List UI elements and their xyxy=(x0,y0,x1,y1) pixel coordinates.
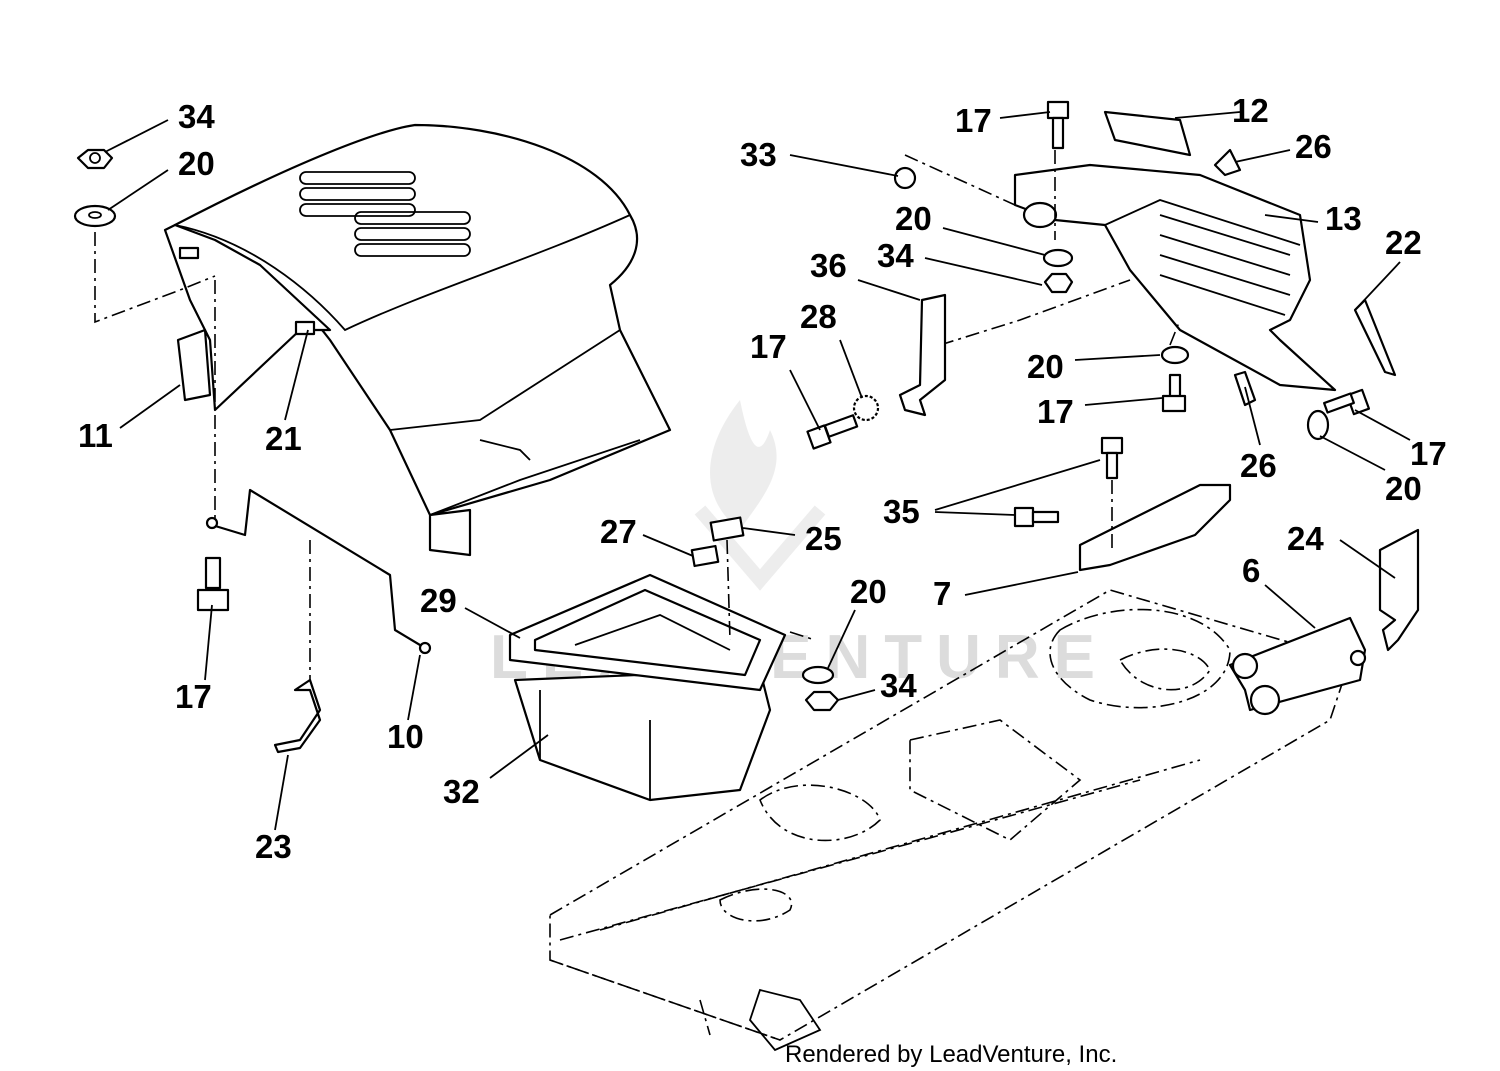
callout-7: 7 xyxy=(933,575,951,612)
callout-17-a: 17 xyxy=(175,678,212,715)
callout-22: 22 xyxy=(1385,224,1422,261)
bolt-17-right xyxy=(1323,388,1371,416)
callout-34-a: 34 xyxy=(178,98,215,135)
bolt-17-center xyxy=(1161,373,1187,413)
nut-34-battery xyxy=(804,690,840,712)
render-credit: Rendered by LeadVenture, Inc. xyxy=(785,1041,1117,1068)
callout-27: 27 xyxy=(600,513,637,550)
bolt-35-vertical xyxy=(1100,436,1124,480)
callout-17-b: 17 xyxy=(955,102,992,139)
part-28-lock-washer xyxy=(852,394,880,422)
callout-17-d: 17 xyxy=(1037,393,1074,430)
washer-20-right xyxy=(1306,409,1330,441)
part-6-axle-bracket xyxy=(1228,616,1367,716)
callout-34-c: 34 xyxy=(880,667,917,704)
callout-26-a: 26 xyxy=(1295,128,1332,165)
callout-26-b: 26 xyxy=(1240,447,1277,484)
callout-28: 28 xyxy=(800,298,837,335)
callout-24: 24 xyxy=(1287,520,1324,557)
part-27-clip xyxy=(690,544,720,568)
callout-6: 6 xyxy=(1242,552,1260,589)
callout-32: 32 xyxy=(443,773,480,810)
callout-29: 29 xyxy=(420,582,457,619)
callout-34-b: 34 xyxy=(877,237,914,274)
callout-21: 21 xyxy=(265,420,302,457)
washer-20-top-left xyxy=(73,204,117,228)
leader-lines xyxy=(104,111,1411,831)
hood-part xyxy=(163,123,672,557)
bolt-17-top xyxy=(1046,100,1070,150)
part-23-bracket xyxy=(273,678,322,754)
callout-33: 33 xyxy=(740,136,777,173)
callout-12: 12 xyxy=(1232,92,1269,129)
part-24-bracket xyxy=(1378,528,1420,652)
nut-34-top-left xyxy=(76,148,114,170)
watermark-flame-logo xyxy=(694,400,826,591)
callout-11: 11 xyxy=(78,417,113,454)
part-13-front-grille xyxy=(1013,163,1337,392)
washer-20-battery xyxy=(801,665,835,685)
part-36-bracket xyxy=(898,293,947,417)
callout-13: 13 xyxy=(1325,200,1362,237)
washer-20-center xyxy=(1160,345,1190,365)
hood-vent-grille xyxy=(299,171,471,257)
callout-labels: 34 20 11 21 17 10 23 33 17 12 26 13 22 2… xyxy=(78,92,1447,865)
bolt-17-lower-left xyxy=(196,556,230,612)
part-32-battery-tray xyxy=(513,668,772,802)
part-33-plug xyxy=(893,166,917,190)
part-22-trim xyxy=(1353,298,1397,377)
bolt-35-horizontal xyxy=(1013,506,1060,528)
callout-20-c: 20 xyxy=(1027,348,1064,385)
callout-20-a: 20 xyxy=(178,145,215,182)
callout-20-d: 20 xyxy=(1385,470,1422,507)
part-10-support-rod xyxy=(211,488,426,649)
part-26-clip-top xyxy=(1213,148,1242,177)
part-29-tray-frame xyxy=(508,573,787,692)
part-11-pad xyxy=(176,328,212,402)
nut-34-grille xyxy=(1043,272,1074,294)
washer-20-grille xyxy=(1042,248,1074,268)
callout-10: 10 xyxy=(387,718,424,755)
callout-20-b: 20 xyxy=(895,200,932,237)
callout-35: 35 xyxy=(883,493,920,530)
callout-17-c: 17 xyxy=(750,328,787,365)
bolt-17-left xyxy=(806,414,859,450)
part-7-bracket xyxy=(1078,483,1232,572)
callout-25: 25 xyxy=(805,520,842,557)
tractor-frame xyxy=(549,589,1352,1052)
part-25-clamp xyxy=(709,516,745,542)
callout-20-e: 20 xyxy=(850,573,887,610)
callout-36: 36 xyxy=(810,247,847,284)
part-12-plate xyxy=(1103,110,1192,157)
callout-17-e: 17 xyxy=(1410,435,1447,472)
callout-23: 23 xyxy=(255,828,292,865)
